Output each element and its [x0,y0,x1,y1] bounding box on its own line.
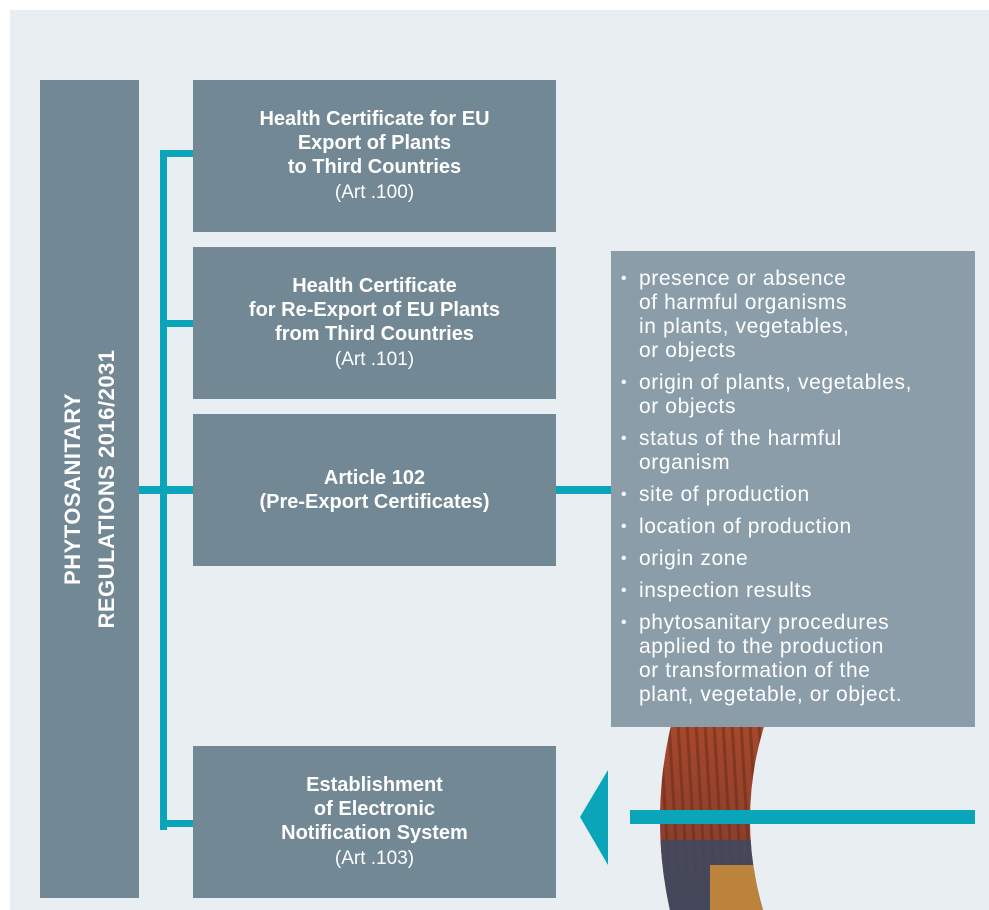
regulation-title-bar: PHYTOSANITARY REGULATIONS 2016/2031 [40,80,139,898]
regulation-title-line-2: REGULATIONS 2016/2031 [93,349,119,629]
details-item: presence or absence of harmful organisms… [621,267,965,363]
connector-branch-2 [160,320,193,327]
box-art-103: Establishment of Electronic Notification… [193,746,556,898]
details-list: presence or absence of harmful organisms… [611,251,975,707]
regulation-title: PHYTOSANITARY REGULATIONS 2016/2031 [56,349,124,628]
details-item: location of production [621,515,965,539]
box-title: Health Certificate for Re-Export of EU P… [248,275,501,345]
details-item: site of production [621,483,965,507]
box-subtitle: (Art .103) [334,848,415,869]
regulation-title-line-1: PHYTOSANITARY [59,393,85,585]
connector-branch-1 [160,150,193,157]
connector-to-details [556,486,611,494]
box-title: Article 102 (Pre-Export Certificates) [259,467,490,513]
details-item: inspection results [621,579,965,603]
box-subtitle: (Art .101) [334,349,415,370]
box-art-101: Health Certificate for Re-Export of EU P… [193,247,556,399]
arrow-left-icon [580,770,975,865]
details-item: phytosanitary procedures applied to the … [621,611,965,707]
box-art-100: Health Certificate for EU Export of Plan… [193,80,556,232]
details-item: origin zone [621,547,965,571]
details-panel: presence or absence of harmful organisms… [611,251,975,727]
details-item: status of the harmful organism [621,427,965,475]
box-art-102: Article 102 (Pre-Export Certificates) [193,414,556,566]
connector-branch-3 [139,486,193,494]
connector-branch-4 [160,820,193,827]
diagram-canvas: PHYTOSANITARY REGULATIONS 2016/2031 Heal… [10,10,989,910]
box-title: Health Certificate for EU Export of Plan… [259,108,490,178]
details-item: origin of plants, vegetables, or objects [621,371,965,419]
box-title: Establishment of Electronic Notification… [281,774,468,844]
box-subtitle: (Art .100) [334,182,415,203]
